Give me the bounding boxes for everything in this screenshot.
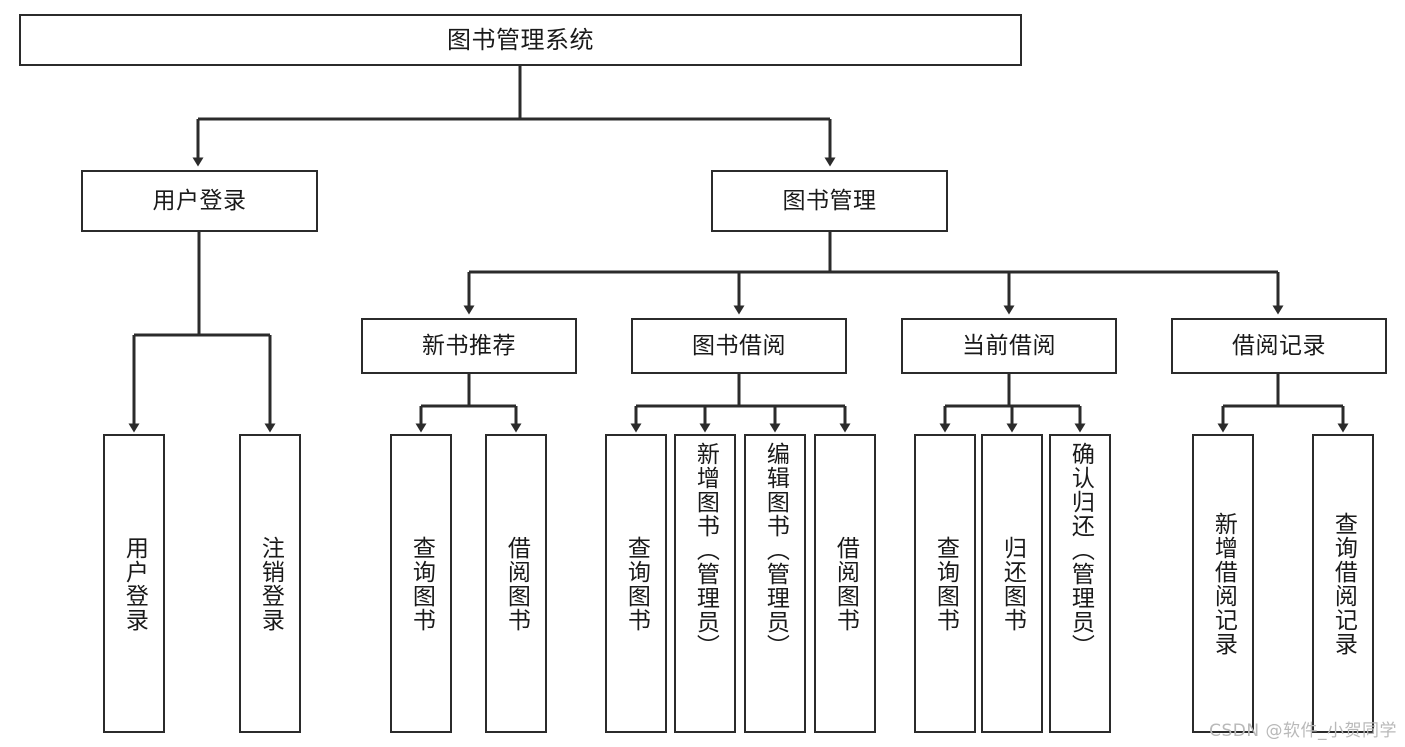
node-leaf-add-record[interactable]: 新增借阅记录 <box>1192 434 1254 733</box>
node-leaf-add-book[interactable]: 新增图书（管理员） <box>674 434 736 733</box>
node-book-borrow[interactable]: 图书借阅 <box>631 318 847 374</box>
node-label: 图书管理系统 <box>447 26 594 54</box>
node-borrow-record[interactable]: 借阅记录 <box>1171 318 1387 374</box>
node-label: 查询图书 <box>408 535 435 632</box>
node-label: 新增图书（管理员） <box>692 442 719 658</box>
node-new-book-recommend[interactable]: 新书推荐 <box>361 318 577 374</box>
node-leaf-query-book-2[interactable]: 查询图书 <box>605 434 667 733</box>
node-label: 查询图书 <box>932 535 959 632</box>
node-leaf-user-login[interactable]: 用户登录 <box>103 434 165 733</box>
node-book-manage[interactable]: 图书管理 <box>711 170 948 232</box>
node-label: 借阅记录 <box>1232 332 1326 359</box>
node-current-borrow[interactable]: 当前借阅 <box>901 318 1117 374</box>
node-label: 借阅图书 <box>503 535 530 632</box>
node-leaf-borrow-book-1[interactable]: 借阅图书 <box>485 434 547 733</box>
node-label: 新书推荐 <box>422 332 516 359</box>
node-label: 查询借阅记录 <box>1330 511 1357 656</box>
node-label: 用户登录 <box>152 187 247 214</box>
node-user-login[interactable]: 用户登录 <box>81 170 318 232</box>
node-leaf-query-book-3[interactable]: 查询图书 <box>914 434 976 733</box>
node-label: 注销登录 <box>257 535 284 632</box>
watermark-text: CSDN @软件_小贺同学 <box>1209 721 1397 741</box>
node-leaf-query-record[interactable]: 查询借阅记录 <box>1312 434 1374 733</box>
node-leaf-return-book[interactable]: 归还图书 <box>981 434 1043 733</box>
node-label: 新增借阅记录 <box>1210 511 1237 656</box>
node-label: 借阅图书 <box>832 535 859 632</box>
node-label: 查询图书 <box>623 535 650 632</box>
node-label: 图书借阅 <box>692 332 786 359</box>
node-leaf-query-book-1[interactable]: 查询图书 <box>390 434 452 733</box>
node-leaf-logout[interactable]: 注销登录 <box>239 434 301 733</box>
node-label: 用户登录 <box>121 535 148 632</box>
node-label: 图书管理 <box>782 187 877 214</box>
node-leaf-confirm-return[interactable]: 确认归还（管理员） <box>1049 434 1111 733</box>
node-label: 归还图书 <box>999 535 1026 632</box>
node-label: 编辑图书（管理员） <box>762 442 789 658</box>
node-label: 确认归还（管理员） <box>1067 442 1094 658</box>
node-root-system[interactable]: 图书管理系统 <box>19 14 1022 66</box>
node-label: 当前借阅 <box>962 332 1056 359</box>
node-leaf-edit-book[interactable]: 编辑图书（管理员） <box>744 434 806 733</box>
node-leaf-borrow-book-2[interactable]: 借阅图书 <box>814 434 876 733</box>
